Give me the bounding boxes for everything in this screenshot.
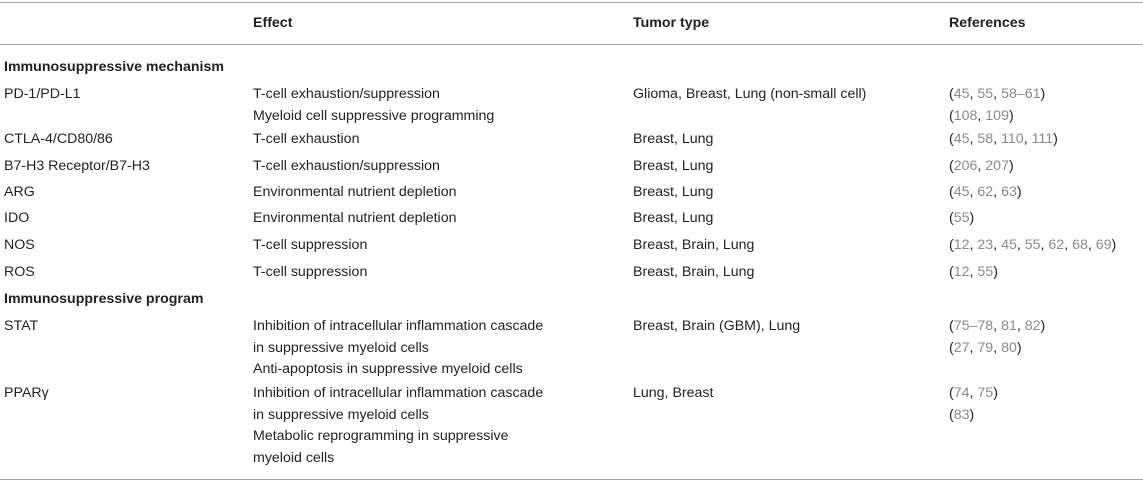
row-references: (45, 58, 110, 111) bbox=[949, 129, 1058, 151]
citation-link[interactable]: 23 bbox=[977, 237, 994, 253]
row-name: STAT bbox=[4, 318, 39, 334]
citation-link[interactable]: 55 bbox=[977, 86, 994, 102]
citation-link[interactable]: 79 bbox=[977, 339, 994, 356]
row-effect: Environmental nutrient depletion bbox=[253, 184, 457, 200]
row-tumor-type: Breast, Lung bbox=[633, 210, 714, 226]
row-tumor-type: Breast, Brain, Lung bbox=[633, 237, 755, 253]
row-effect: T-cell suppression bbox=[253, 237, 368, 253]
header-effect: Effect bbox=[253, 15, 293, 31]
citation-link[interactable]: 55 bbox=[953, 210, 970, 226]
citation-link[interactable]: 55 bbox=[977, 264, 994, 280]
header-references: References bbox=[949, 15, 1026, 31]
section-title: Immunosuppressive program bbox=[4, 291, 204, 307]
reference-line: (27, 79, 80) bbox=[949, 339, 1022, 356]
row-name: NOS bbox=[4, 237, 35, 253]
row-references: (75–78, 81, 82) (27, 79, 80) bbox=[949, 316, 1045, 359]
citation-link[interactable]: 68 bbox=[1072, 237, 1088, 253]
row-references: (55) bbox=[949, 208, 974, 230]
row-references: (45, 62, 63) bbox=[949, 182, 1022, 204]
citation-link[interactable]: 45 bbox=[953, 131, 970, 147]
citation-link[interactable]: 12 bbox=[953, 237, 970, 253]
row-references: (45, 55, 58–61) (108, 109) bbox=[949, 84, 1045, 127]
table-top-rule bbox=[0, 2, 1143, 3]
row-references: (74, 75) (83) bbox=[949, 383, 998, 426]
row-tumor-type: Breast, Lung bbox=[633, 158, 714, 174]
row-tumor-type: Breast, Brain (GBM), Lung bbox=[633, 318, 801, 334]
row-name: PD-1/PD-L1 bbox=[4, 86, 81, 102]
citation-link[interactable]: 55 bbox=[1024, 237, 1041, 253]
reference-line: (45, 55, 58–61) bbox=[949, 86, 1046, 102]
reference-line: (45, 58, 110, 111) bbox=[949, 131, 1058, 147]
table-bottom-rule bbox=[0, 479, 1143, 480]
row-references: (206, 207) bbox=[949, 156, 1014, 178]
citation-link[interactable]: 27 bbox=[953, 339, 970, 356]
citation-link[interactable]: 111 bbox=[1031, 131, 1054, 147]
row-tumor-type: Breast, Lung bbox=[633, 131, 714, 147]
reference-line: (83) bbox=[949, 406, 975, 423]
citation-link[interactable]: 58 bbox=[977, 131, 994, 147]
reference-line: (74, 75) bbox=[949, 385, 998, 401]
row-name: B7-H3 Receptor/B7-H3 bbox=[4, 158, 150, 174]
row-effect: Inhibition of intracellular inflammation… bbox=[253, 318, 544, 378]
header-tumor-type: Tumor type bbox=[633, 15, 710, 31]
citation-link[interactable]: 82 bbox=[1024, 318, 1041, 334]
citation-link[interactable]: 206 bbox=[953, 158, 978, 174]
row-effect: T-cell suppression bbox=[253, 264, 368, 280]
row-name: ARG bbox=[4, 184, 35, 200]
citation-link[interactable]: 62 bbox=[977, 184, 994, 200]
citation-link[interactable]: 45 bbox=[953, 86, 970, 102]
reference-line: (45, 62, 63) bbox=[949, 184, 1022, 200]
reference-line: (12, 55) bbox=[949, 264, 998, 280]
citation-link[interactable]: 110 bbox=[1001, 131, 1024, 147]
citation-link[interactable]: 80 bbox=[1001, 339, 1017, 356]
reference-line: (206, 207) bbox=[949, 158, 1014, 174]
row-effect: Environmental nutrient depletion bbox=[253, 210, 457, 226]
citation-link[interactable]: 83 bbox=[953, 406, 970, 423]
citation-link[interactable]: 75–78 bbox=[953, 318, 994, 334]
row-name: PPARγ bbox=[4, 385, 49, 401]
citation-link[interactable]: 12 bbox=[953, 264, 970, 280]
row-effect: T-cell exhaustion/suppression bbox=[253, 158, 440, 174]
citation-link[interactable]: 109 bbox=[985, 107, 1009, 124]
row-references: (12, 55) bbox=[949, 262, 998, 284]
row-effect: Inhibition of intracellular inflammation… bbox=[253, 385, 544, 466]
citation-link[interactable]: 207 bbox=[985, 158, 1009, 174]
row-name: IDO bbox=[4, 210, 30, 226]
citation-link[interactable]: 75 bbox=[977, 385, 994, 401]
reference-line: (108, 109) bbox=[949, 107, 1014, 124]
row-effect: T-cell exhaustion bbox=[253, 131, 360, 147]
row-tumor-type: Breast, Lung bbox=[633, 184, 714, 200]
reference-line: (75–78, 81, 82) bbox=[949, 318, 1046, 334]
row-tumor-type: Breast, Brain, Lung bbox=[633, 264, 755, 280]
row-name: CTLA-4/CD80/86 bbox=[4, 131, 113, 147]
header-rule bbox=[0, 44, 1143, 45]
section-title: Immunosuppressive mechanism bbox=[4, 59, 224, 75]
citation-link[interactable]: 69 bbox=[1095, 237, 1112, 253]
citation-link[interactable]: 62 bbox=[1048, 237, 1065, 253]
row-references: (12, 23, 45, 55, 62, 68, 69) bbox=[949, 235, 1116, 257]
row-tumor-type: Lung, Breast bbox=[633, 385, 714, 401]
reference-line: (55) bbox=[949, 210, 975, 226]
citation-link[interactable]: 74 bbox=[953, 385, 970, 401]
citation-link[interactable]: 45 bbox=[1001, 237, 1017, 253]
citation-link[interactable]: 58–61 bbox=[1001, 86, 1041, 102]
row-tumor-type: Glioma, Breast, Lung (non-small cell) bbox=[633, 86, 867, 102]
citation-link[interactable]: 63 bbox=[1001, 184, 1017, 200]
citation-link[interactable]: 45 bbox=[953, 184, 970, 200]
citation-link[interactable]: 81 bbox=[1001, 318, 1017, 334]
row-effect: T-cell exhaustion/suppression Myeloid ce… bbox=[253, 86, 495, 124]
citation-link[interactable]: 108 bbox=[953, 107, 978, 124]
row-name: ROS bbox=[4, 264, 35, 280]
reference-line: (12, 23, 45, 55, 62, 68, 69) bbox=[949, 237, 1117, 253]
